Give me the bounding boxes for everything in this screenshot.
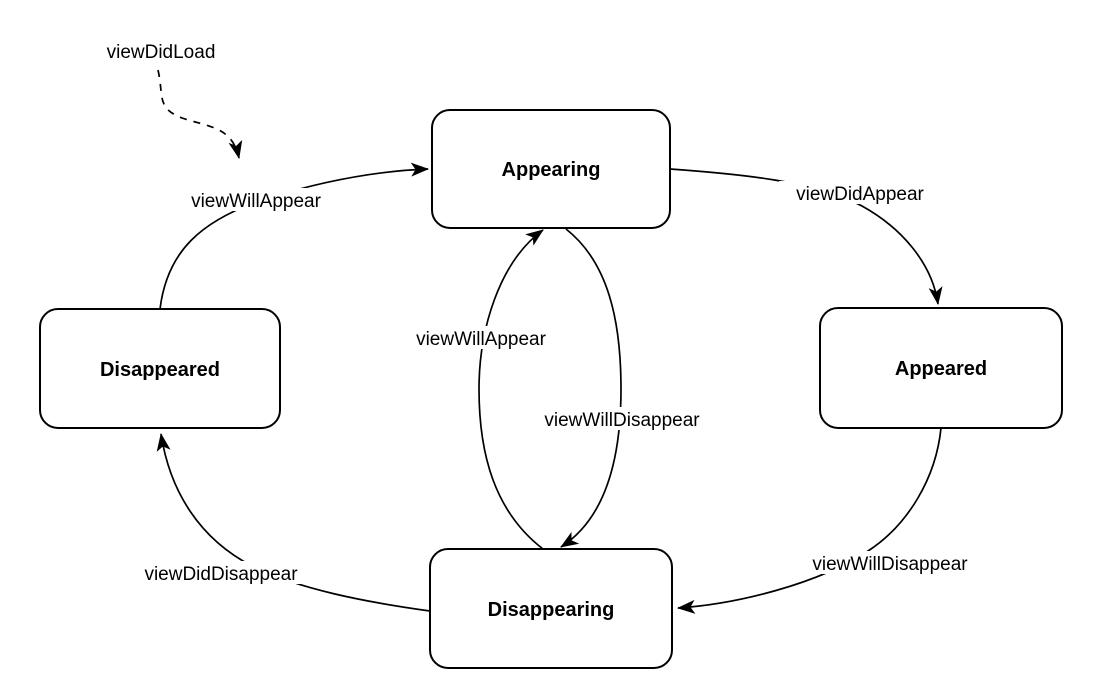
edge-label-text: viewDidAppear (796, 184, 924, 205)
edge-label-view-did-appear: viewDidAppear (779, 181, 941, 205)
edge-label-text: viewWillAppear (416, 329, 547, 350)
edge-label-text: viewDidLoad (107, 42, 216, 63)
label-bg (399, 326, 563, 349)
node-disappeared: Disappeared (39, 308, 281, 429)
label-bg (174, 188, 338, 211)
edge-label-view-will-disappear-outer: viewWillDisappear (792, 551, 989, 575)
edge-view-will-disappear-inner (560, 228, 622, 548)
node-appeared-label: Appeared (895, 358, 987, 380)
node-disappeared-label: Disappeared (100, 359, 220, 381)
node-appearing-label: Appearing (502, 159, 601, 181)
label-bg (779, 181, 941, 204)
edge-view-did-load (157, 69, 243, 159)
edge-view-will-disappear-outer (677, 427, 942, 614)
node-disappearing-box (429, 548, 673, 669)
edge-view-will-appear-inner (478, 229, 544, 550)
edge-label-view-will-disappear-inner: viewWillDisappear (524, 407, 721, 431)
node-appeared-box (819, 307, 1063, 429)
edge-label-text: viewWillDisappear (544, 410, 700, 431)
label-bg (125, 561, 318, 584)
label-bg (88, 38, 234, 64)
edge-label-text: viewWillDisappear (812, 554, 968, 575)
edge-label-view-will-appear-inner: viewWillAppear (399, 326, 563, 350)
node-disappearing-label: Disappearing (488, 599, 615, 621)
label-bg (524, 407, 721, 430)
node-disappeared-box (39, 308, 281, 429)
node-disappearing: Disappearing (429, 548, 673, 669)
edge-label-text: viewWillAppear (191, 191, 322, 212)
edge-label-view-did-load: viewDidLoad (88, 38, 234, 64)
edge-label-view-will-appear-outer: viewWillAppear (174, 188, 338, 212)
edge-label-text: viewDidDisappear (144, 564, 298, 585)
node-appearing-box (431, 109, 671, 229)
label-bg (792, 551, 989, 574)
node-appearing: Appearing (431, 109, 671, 229)
node-appeared: Appeared (819, 307, 1063, 429)
edge-label-view-did-disappear: viewDidDisappear (125, 561, 318, 585)
